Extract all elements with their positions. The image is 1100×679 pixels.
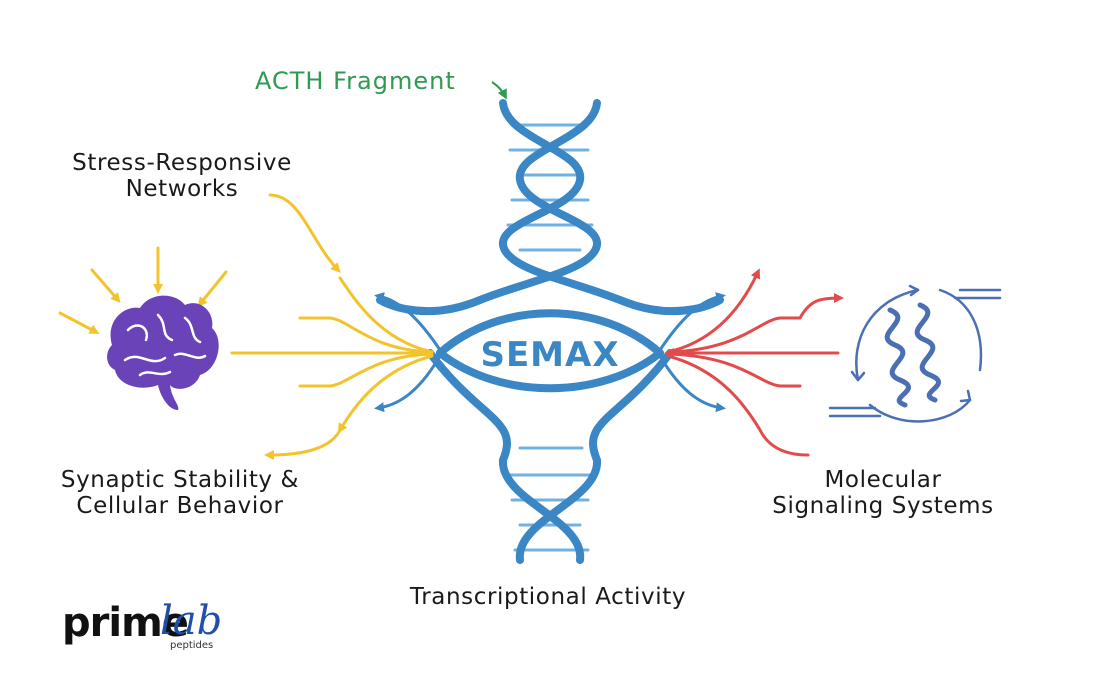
synaptic-line-2: Cellular Behavior (76, 493, 284, 519)
molecular-line-1: Molecular (824, 467, 942, 493)
yellow-input-arrows (58, 193, 434, 460)
stress-line-2: Networks (125, 176, 239, 202)
stress-responsive-label: Stress-Responsive Networks (48, 150, 316, 202)
logo-prime-text: prime (62, 600, 189, 646)
brain-icon (107, 295, 219, 410)
acth-arrow (491, 81, 507, 100)
molecular-signaling-label: Molecular Signaling Systems (752, 467, 1014, 519)
synaptic-line-1: Synaptic Stability & (60, 467, 300, 493)
red-input-arrows (664, 268, 844, 457)
blue-branch-arrows (374, 292, 726, 413)
logo-lab-text: lab (160, 598, 223, 644)
acth-fragment-label: ACTH Fragment (255, 67, 456, 95)
molecular-line-2: Signaling Systems (772, 493, 994, 519)
primelab-logo: prime lab peptides (62, 598, 232, 651)
transcriptional-activity-label: Transcriptional Activity (409, 584, 687, 610)
protein-cycle-icon (828, 284, 1002, 423)
stress-line-1: Stress-Responsive (72, 150, 292, 176)
synaptic-stability-label: Synaptic Stability & Cellular Behavior (40, 467, 320, 519)
logo-peptides-text: peptides (170, 640, 214, 651)
semax-center-label: SEMAX (480, 335, 620, 375)
dna-helix-icon (376, 99, 724, 564)
